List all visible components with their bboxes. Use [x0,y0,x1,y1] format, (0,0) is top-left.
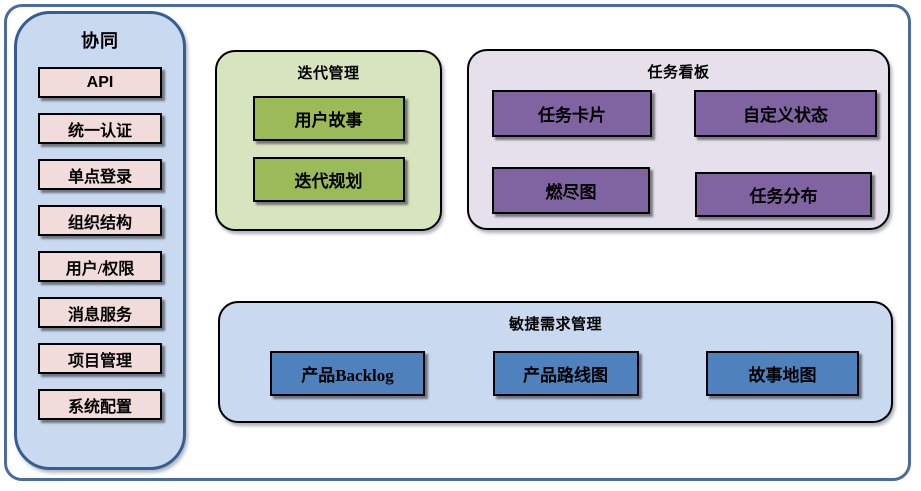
taskboard-item-burndown-chart: 燃尽图 [492,167,650,214]
sidebar-item-project-management: 项目管理 [38,343,162,374]
sidebar-item-org-structure: 组织结构 [38,205,162,236]
sidebar-item-message-service: 消息服务 [38,297,162,328]
iteration-management-panel: 迭代管理 用户故事 迭代规划 [215,50,442,231]
sidebar-item-api: API [38,67,162,98]
task-board-panel: 任务看板 任务卡片 自定义状态 燃尽图 任务分布 [467,49,890,230]
taskboard-item-custom-status: 自定义状态 [694,90,877,137]
agile-requirement-panel: 敏捷需求管理 产品Backlog 产品路线图 故事地图 [218,301,893,423]
agile-item-list: 产品Backlog 产品路线图 故事地图 [220,351,891,396]
collaboration-panel: 协同 API 统一认证 单点登录 组织结构 用户/权限 消息服务 项目管理 系统… [14,11,186,470]
collaboration-item-list: API 统一认证 单点登录 组织结构 用户/权限 消息服务 项目管理 系统配置 [38,67,162,420]
taskboard-item-task-card: 任务卡片 [492,90,652,137]
sidebar-item-sso: 单点登录 [38,159,162,190]
sidebar-item-unified-auth: 统一认证 [38,113,162,144]
iteration-item-iteration-planning: 迭代规划 [252,157,405,202]
agile-item-story-map: 故事地图 [706,351,859,396]
task-board-panel-title: 任务看板 [647,64,710,81]
iteration-panel-title: 迭代管理 [297,65,360,82]
iteration-item-list: 用户故事 迭代规划 [217,96,440,202]
sidebar-item-user-permissions: 用户/权限 [38,251,162,282]
agile-panel-title: 敏捷需求管理 [508,316,602,333]
sidebar-item-system-config: 系统配置 [38,389,162,420]
iteration-item-user-story: 用户故事 [252,96,405,141]
taskboard-item-task-distribution: 任务分布 [695,172,872,217]
collaboration-panel-title: 协同 [81,31,119,51]
agile-item-product-roadmap: 产品路线图 [492,351,639,396]
agile-item-product-backlog: 产品Backlog [270,351,425,396]
